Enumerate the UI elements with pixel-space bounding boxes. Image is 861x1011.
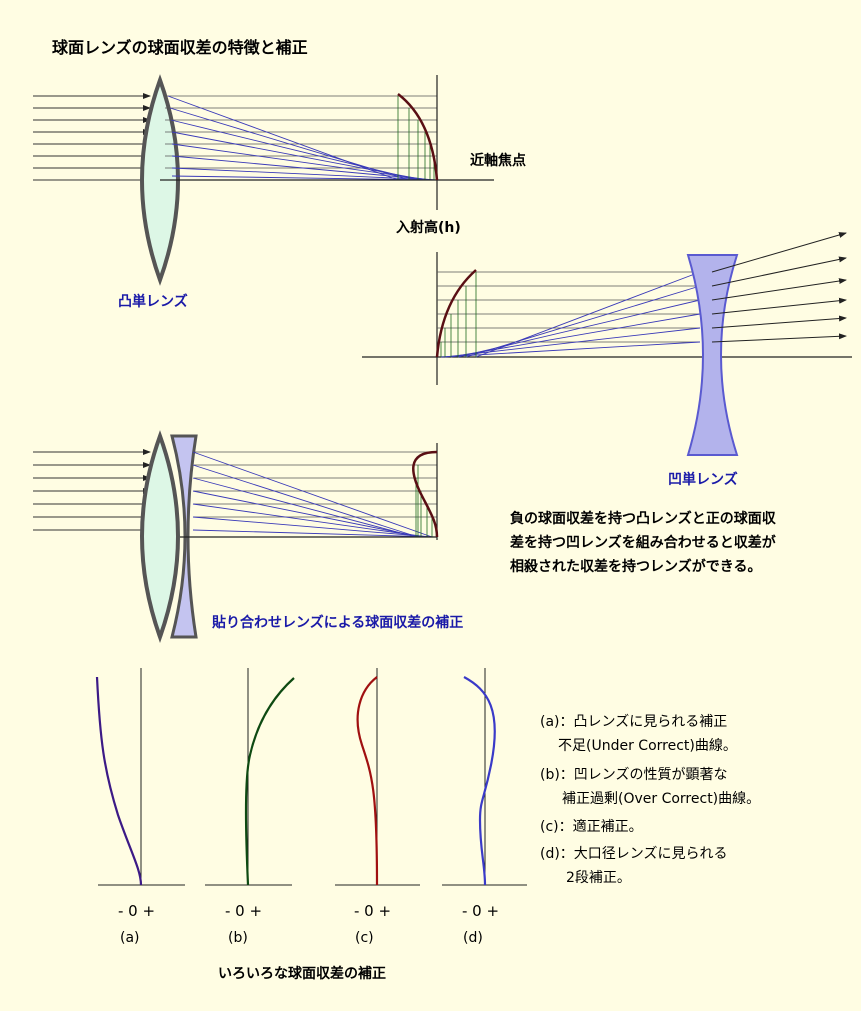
cemented-concave-element	[170, 434, 198, 639]
curve-a-line	[95, 676, 143, 886]
curve-d-axis-label: - 0 +	[462, 902, 500, 920]
explanation-line-2: 差を持つ凹レンズを組み合わせると収差が	[510, 535, 776, 551]
legend-b-line-1: (b)：凹レンズの性質が顕著な	[540, 767, 728, 783]
curve-b-plot	[205, 668, 295, 886]
legend-b-line-2: 補正過剰(Over Correct)曲線。	[562, 791, 761, 807]
concave-backtrace-rays	[440, 271, 701, 358]
cemented-lens-label: 貼り合わせレンズによる球面収差の補正	[212, 615, 464, 631]
legend-a-line-2: 不足(Under Correct)曲線。	[558, 738, 737, 754]
cemented-aberration-curve	[412, 450, 439, 538]
convex-lens-group	[33, 74, 494, 286]
curve-a-plot	[95, 668, 185, 886]
cemented-lens-group	[33, 430, 439, 643]
convex-refracted-rays	[167, 95, 438, 181]
legend-a-line-1: (a)：凸レンズに見られる補正	[540, 714, 728, 730]
curve-a-axis-label: - 0 +	[118, 902, 156, 920]
curve-b-axis-label: - 0 +	[225, 902, 263, 920]
incidence-height-label: 入射高(h)	[396, 220, 461, 236]
explanation-line-1: 負の球面収差を持つ凸レンズと正の球面収	[510, 511, 776, 527]
curves-caption: いろいろな球面収差の補正	[218, 966, 386, 982]
curve-a-letter: (a)	[120, 930, 140, 946]
curve-c-line	[356, 676, 379, 886]
cemented-refracted-rays	[192, 451, 437, 538]
curve-b-line	[244, 677, 295, 886]
concave-aberration-curve	[435, 269, 477, 358]
curve-c-axis-label: - 0 +	[354, 902, 392, 920]
curve-d-line	[463, 676, 496, 886]
cemented-incoming-rays	[33, 449, 151, 533]
curve-c-letter: (c)	[355, 930, 374, 946]
convex-lens-label: 凸単レンズ	[118, 294, 188, 310]
curve-d-plot	[442, 668, 527, 886]
paraxial-focus-label: 近軸焦点	[470, 153, 526, 169]
curve-d-letter: (d)	[463, 930, 483, 946]
concave-lens	[686, 254, 739, 456]
legend-c-line-1: (c)：適正補正。	[540, 819, 643, 835]
concave-outgoing-rays	[711, 232, 847, 343]
convex-incoming-rays	[33, 93, 151, 183]
concave-lens-group	[362, 232, 852, 456]
legend-d-line-2: 2段補正。	[566, 870, 631, 886]
concave-lens-label: 凹単レンズ	[668, 472, 738, 488]
convex-aberration-curve	[397, 93, 439, 181]
cemented-convex-element	[140, 430, 180, 643]
cemented-height-lines	[194, 451, 437, 518]
concave-height-lines	[437, 271, 700, 343]
aberration-curve-set	[95, 668, 527, 886]
page-title: 球面レンズの球面収差の特徴と補正	[52, 38, 308, 57]
legend-d-line-1: (d)：大口径レンズに見られる	[540, 846, 728, 862]
curve-c-plot	[335, 668, 420, 886]
convex-height-lines	[165, 95, 437, 169]
curve-b-letter: (b)	[228, 930, 248, 946]
explanation-line-3: 相殺された収差を持つレンズができる。	[510, 559, 762, 575]
concave-drop-lines	[440, 272, 477, 357]
cemented-drop-lines	[415, 465, 433, 537]
